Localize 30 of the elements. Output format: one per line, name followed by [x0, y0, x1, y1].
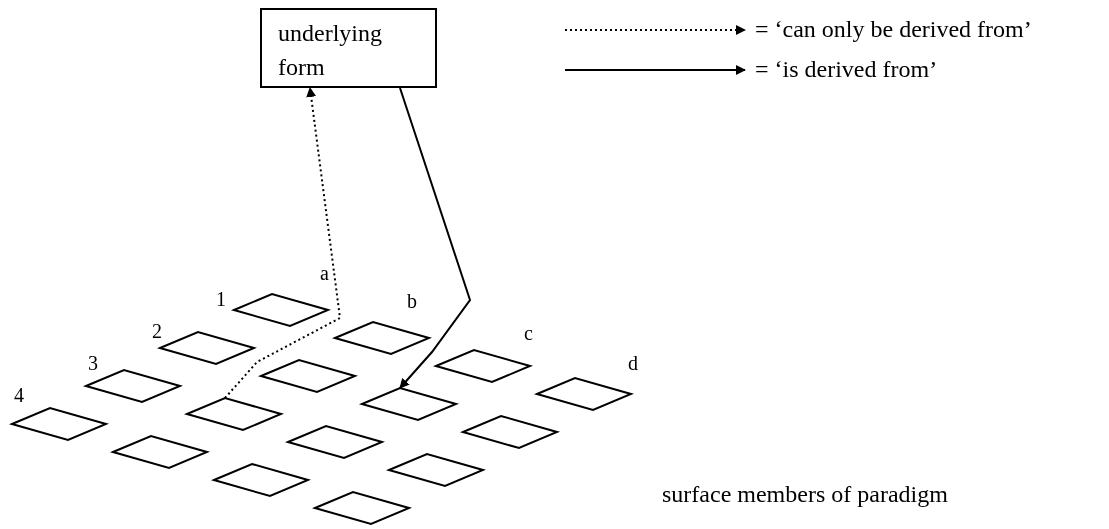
parallelogram-shape: [312, 490, 412, 526]
arrow: [224, 87, 342, 399]
parallelogram-shape: [110, 434, 210, 470]
row-number: 1: [216, 288, 226, 310]
arrow: [399, 87, 472, 389]
column-letter: c: [524, 322, 533, 344]
parallelogram-shape: [386, 452, 486, 488]
column-letter: d: [628, 352, 638, 374]
row-number: 2: [152, 320, 162, 342]
legend-text: = ‘is derived from’: [755, 56, 938, 82]
row-number: 4: [14, 384, 24, 406]
parallelogram-shape: [231, 292, 331, 328]
row-number: 3: [88, 352, 98, 374]
column-letter: a: [320, 262, 329, 284]
parallelogram-shape: [211, 462, 311, 498]
parallelogram-shape: [83, 368, 183, 404]
parallelogram-shape: [258, 358, 358, 394]
parallelogram-shape: [184, 396, 284, 432]
parallelogram-shape: [285, 424, 385, 460]
legend-text: = ‘can only be derived from’: [755, 16, 1032, 42]
parallelogram-shape: [359, 386, 459, 422]
column-letter: b: [407, 290, 417, 312]
parallelogram-shape: [460, 414, 560, 450]
parallelogram-shape: [534, 376, 634, 412]
form-box: [260, 8, 437, 88]
box-label: underlying form: [278, 19, 383, 82]
note-text: surface members of paradigm: [662, 483, 948, 505]
parallelogram-shape: [433, 348, 533, 384]
parallelogram-shape: [332, 320, 432, 356]
parallelogram-shape: [9, 406, 109, 442]
